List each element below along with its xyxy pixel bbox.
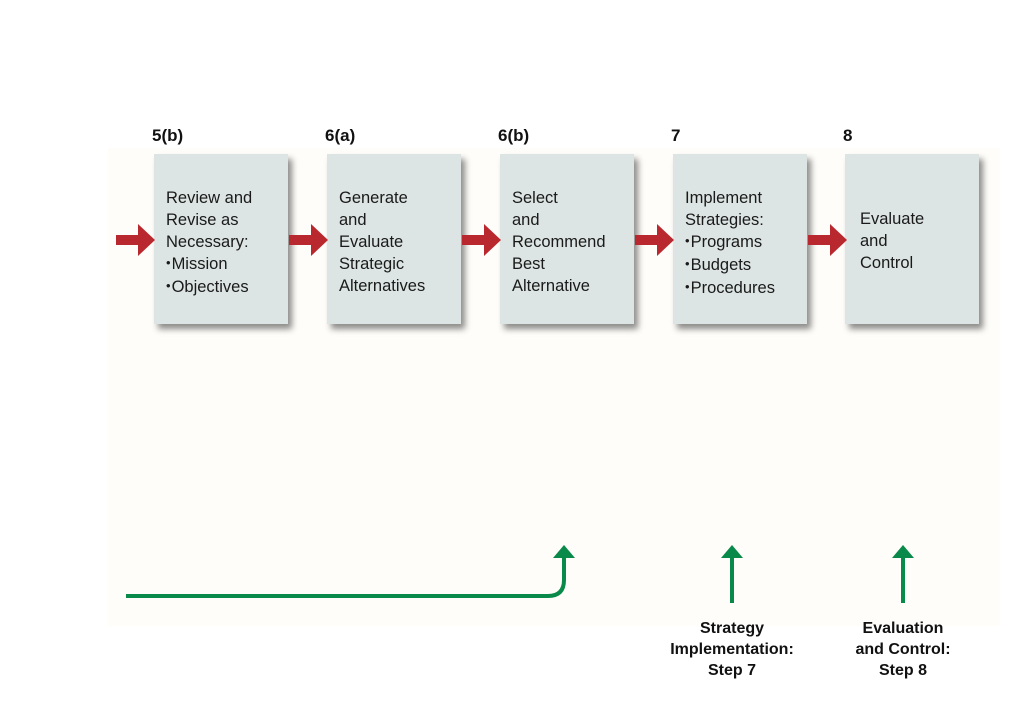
bullet-item: Budgets [685,254,807,277]
step-box-generate-evaluate: Generate and Evaluate Strategic Alternat… [327,154,461,324]
bullet-item: Mission [166,253,288,276]
flow-arrow-icon [116,224,155,256]
step-text: Recommend [512,233,606,251]
step-number-7: 7 [671,126,681,145]
step-text: Evaluate [860,210,925,228]
step-text: and [339,211,367,229]
step-text: Control [860,254,914,272]
bullet-item: Programs [685,231,807,254]
flow-arrow-icon [462,224,501,256]
flow-arrow-icon [808,224,847,256]
step-text: Revise as [166,211,239,229]
step-text: Select [512,189,558,207]
step-box-select-recommend: Select and Recommend Best Alternative [500,154,634,324]
step-text: Alternatives [339,277,426,295]
up-arrow-head-icon [553,545,575,558]
step-text: Necessary: [166,233,249,251]
caption-line: Step 8 [878,662,927,679]
step-text: Alternative [512,277,590,295]
up-arrow-head-icon [721,545,743,558]
step-box-evaluate-control: Evaluate and Control [845,154,979,324]
step-box-review-revise: Review and Revise as Necessary: Mission … [154,154,288,324]
step-text: Review and [166,189,253,207]
caption-line: and Control: [855,641,951,658]
caption-line: Implementation: [670,641,794,658]
caption-evaluation-control: Evaluation and Control: Step 8 [833,618,973,681]
caption-line: Evaluation [862,620,944,637]
step-text: Implement [685,189,763,207]
step-number-6b: 6(b) [498,126,530,145]
up-arrow-head-icon [892,545,914,558]
caption-strategy-implementation: Strategy Implementation: Step 7 [662,618,802,681]
step-number-5b: 5(b) [152,126,184,145]
step-number-6a: 6(a) [325,126,356,145]
flow-arrow-icon [635,224,674,256]
step-box-implement: Implement Strategies: Programs Budgets P… [673,154,807,324]
feedback-line-icon [126,556,566,598]
step-text: Generate [339,189,408,207]
bullet-item: Objectives [166,276,288,299]
step-text: Strategic [339,255,405,273]
step-text: and [860,232,888,250]
step-text: and [512,211,540,229]
caption-line: Step 7 [707,662,756,679]
step-text: Best [512,255,546,273]
caption-line: Strategy [699,620,765,637]
step-text: Evaluate [339,233,404,251]
step-text: Strategies: [685,211,764,229]
flow-arrow-icon [289,224,328,256]
bullet-item: Procedures [685,277,807,300]
step-number-8: 8 [843,126,853,145]
